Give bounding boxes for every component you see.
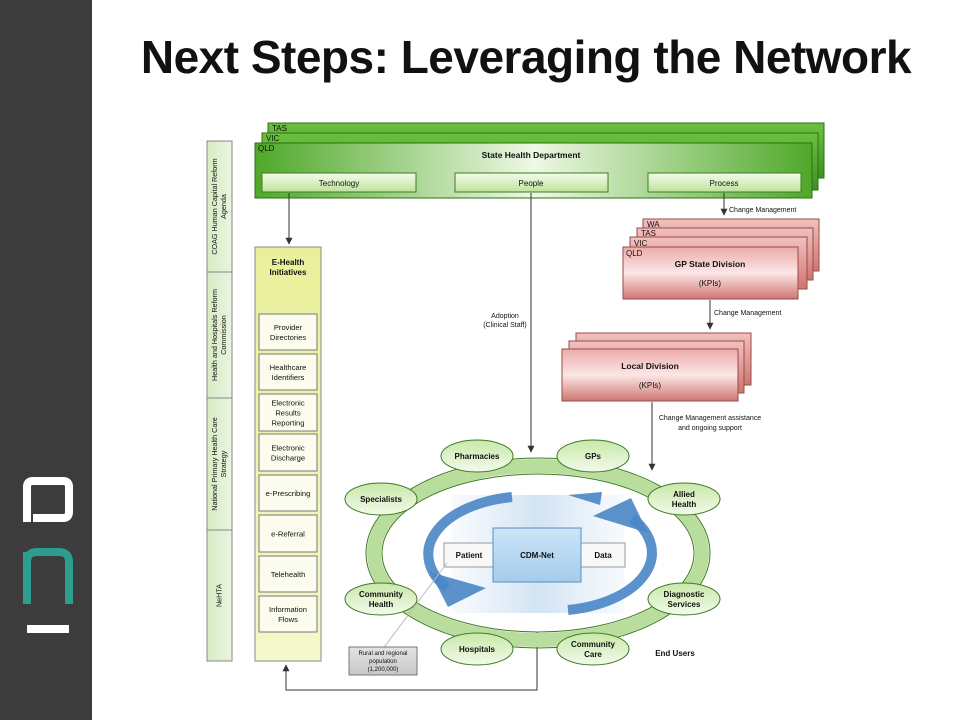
gp-stack-label-vic: VIC — [634, 239, 648, 248]
change-management-support-line-1: Change Management assistance — [659, 415, 761, 422]
ehealth-item-provider-directories-label: Provider — [274, 323, 303, 332]
patient-box — [443, 542, 496, 568]
technology-label: Technology — [319, 179, 359, 188]
network-node-community-health-label: Community — [359, 590, 404, 599]
process-box — [647, 172, 802, 193]
network-node-hospitals-label: Hospitals — [459, 645, 496, 654]
gp-stack-label-wa: WA — [647, 220, 660, 229]
slide-title: Next Steps: Leveraging the Network — [140, 31, 912, 83]
technology-box — [261, 172, 417, 193]
people-box — [454, 172, 609, 193]
rural-line-3: (1,200,000) — [368, 667, 399, 673]
ehealth-item-electronic-results-reporting — [258, 393, 318, 432]
state-health-title: State Health Department — [482, 150, 581, 160]
gp-state-title: GP State Division — [675, 259, 746, 269]
ehealth-item-healthcare-identifiers — [258, 353, 318, 391]
network-node-gps-label: GPs — [585, 452, 602, 461]
network-node-specialists-label: Specialists — [360, 495, 402, 504]
rural-line-1: Rural and regional — [358, 651, 407, 657]
ehealth-item-information-flows-label: Flows — [278, 615, 298, 624]
ehealth-item-electronic-results-reporting-label: Electronic — [271, 399, 305, 408]
gp-stack-label-qld: QLD — [626, 249, 643, 258]
ehealth-item-electronic-results-reporting-label: Reporting — [272, 419, 305, 428]
data-label: Data — [594, 551, 612, 560]
state-stack-label-tas: TAS — [272, 124, 287, 133]
ehealth-item-provider-directories — [258, 313, 318, 351]
network-node-allied-health-label: Health — [672, 500, 697, 509]
ehealth-title-line-2: Initiatives — [270, 268, 307, 277]
policy-label-national-primary-health-care-strategy-2: Strategy — [219, 450, 228, 477]
change-management-label-2: Change Management — [714, 310, 781, 317]
adoption-label-line-1: Adoption — [491, 313, 519, 320]
local-division-title: Local Division — [621, 361, 679, 371]
network-node-diagnostic-services-label: Services — [668, 600, 701, 609]
policy-label-national-primary-health-care-strategy-1: National Primary Health Care — [210, 417, 219, 510]
ehealth-item-provider-directories-label: Directories — [270, 333, 306, 342]
rural-line-2: population — [369, 659, 397, 665]
network-node-community-health-label: Health — [369, 600, 394, 609]
change-management-label-1: Change Management — [729, 207, 796, 214]
ehealth-title-line-1: E-Health — [272, 258, 305, 267]
policy-label-coag-human-capital-reform-agenda-2: Agenda — [219, 194, 228, 219]
patient-label: Patient — [456, 551, 483, 560]
ehealth-item-electronic-results-reporting-label: Results — [275, 409, 301, 418]
phi-logo: phi — [23, 477, 73, 633]
rural-population-note: Rural and regional population (1,200,000… — [348, 562, 448, 676]
network-node-allied-health-label: Allied — [673, 490, 695, 499]
network-node-allied-health — [647, 482, 721, 516]
state-health-department: TAS VIC QLD State Health Department Tech… — [254, 122, 825, 199]
network-node-diagnostic-services — [647, 582, 721, 616]
people-label: People — [519, 179, 544, 188]
network-node-hospitals — [440, 632, 514, 666]
cdm-net-hub: Patient Data CDM-Net — [443, 527, 626, 583]
local-division: Local Division (KPIs) — [561, 332, 752, 402]
policy-label-coag-human-capital-reform-agenda-1: COAG Human Capital Reform — [210, 158, 219, 254]
network-node-pharmacies — [440, 439, 514, 473]
local-division-kpis: (KPIs) — [639, 381, 662, 390]
ehealth-item-electronic-discharge-label: Discharge — [271, 454, 305, 463]
process-label: Process — [710, 179, 739, 188]
state-stack-label-qld: QLD — [258, 144, 275, 153]
policy-column — [206, 140, 233, 662]
end-users-label: End Users — [655, 649, 695, 658]
ehealth-item-e-prescribing-label: e-Prescribing — [266, 489, 311, 498]
ehealth-item-electronic-discharge-label: Electronic — [271, 444, 305, 453]
left-sidebar — [0, 0, 92, 720]
ehealth-item-e-referral-label: e-Referral — [271, 530, 305, 539]
network-node-community-care-label: Care — [584, 650, 602, 659]
ehealth-item-electronic-discharge — [258, 433, 318, 472]
policy-label-health-and-hospitals-reform-commission-2: Commission — [219, 315, 228, 355]
policy-label-health-and-hospitals-reform-commission-1: Health and Hospitals Reform — [210, 289, 219, 381]
network-node-specialists — [344, 482, 418, 516]
cdm-net-box — [492, 527, 582, 583]
network-node-community-care-label: Community — [571, 640, 616, 649]
change-management-support-line-2: and ongoing support — [678, 425, 742, 432]
network-node-gps — [556, 439, 630, 473]
ehealth-item-e-prescribing — [258, 474, 318, 512]
network-node-community-care — [556, 632, 630, 666]
gp-state-division: WA TAS VIC QLD GP State Division (KPIs) — [622, 218, 820, 300]
ehealth-item-healthcare-identifiers-label: Healthcare — [270, 363, 307, 372]
policy-label-nehta: NeHTA — [214, 584, 223, 607]
ehealth-item-information-flows-label: Information — [269, 605, 307, 614]
ehealth-item-e-referral — [258, 514, 318, 553]
cdm-net-label: CDM-Net — [520, 551, 554, 560]
gp-state-kpis: (KPIs) — [699, 279, 722, 288]
network-node-pharmacies-label: Pharmacies — [455, 452, 500, 461]
state-stack-label-vic: VIC — [266, 134, 280, 143]
ehealth-item-telehealth-label: Telehealth — [271, 570, 306, 579]
network-node-diagnostic-services-label: Diagnostic — [664, 590, 705, 599]
ehealth-item-healthcare-identifiers-label: Identifiers — [272, 373, 305, 382]
ehealth-item-telehealth — [258, 555, 318, 593]
ehealth-item-information-flows — [258, 595, 318, 633]
gp-stack-label-tas: TAS — [641, 229, 656, 238]
network-node-community-health — [344, 582, 418, 616]
adoption-label-line-2: (Clinical Staff) — [483, 322, 526, 329]
